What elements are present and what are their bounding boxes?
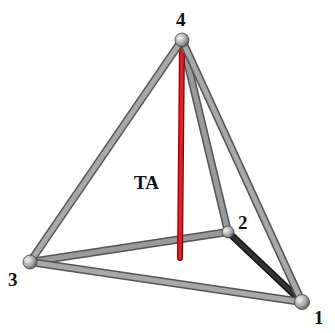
- edge-3-1-core: [30, 262, 302, 302]
- edge-3-1: [30, 262, 302, 302]
- vertex-ball: [295, 295, 310, 310]
- edge-4-2: [182, 40, 228, 232]
- edge-4-1: [182, 40, 302, 302]
- edge-3-2-core: [30, 232, 228, 262]
- edge-4-1-core: [182, 40, 302, 302]
- vertex-number: 3: [8, 270, 18, 289]
- edge-4-3-core: [30, 40, 182, 262]
- vertex-ball: [222, 226, 234, 238]
- axis-line: [180, 46, 182, 258]
- vertex-number: 2: [238, 213, 248, 232]
- axis-label: TA: [134, 173, 159, 192]
- vertex-ball: [23, 255, 37, 269]
- vertex-ball: [175, 33, 189, 47]
- edge-4-2-core: [182, 40, 228, 232]
- axis-line-core: [180, 46, 182, 258]
- vertex-balls: [23, 33, 310, 310]
- vertex-number: 1: [314, 308, 324, 327]
- edge-3-2: [30, 232, 228, 262]
- vertex-number: 4: [176, 10, 186, 29]
- tetrahedron-edges: [30, 40, 302, 302]
- edge-4-3: [30, 40, 182, 262]
